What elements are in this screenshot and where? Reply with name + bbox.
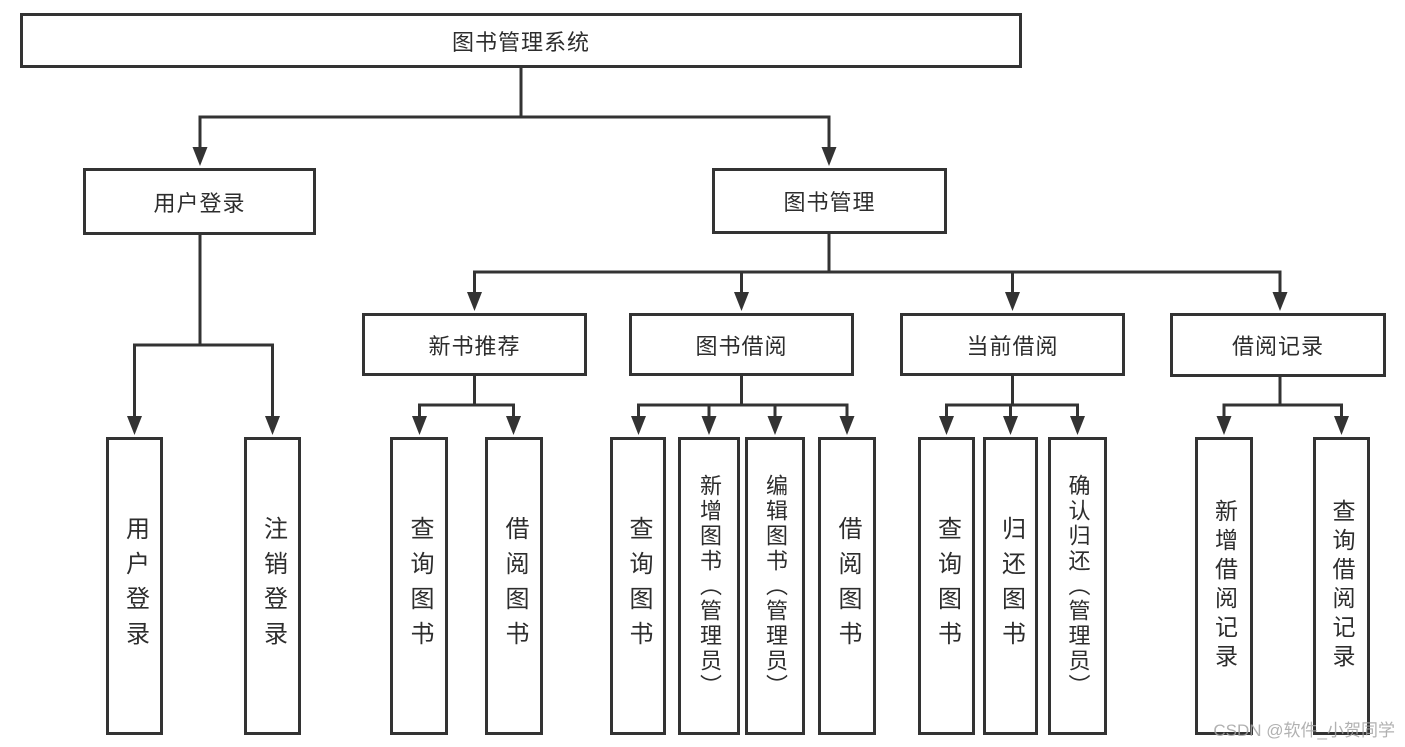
leaf-br-add-record: 新增借阅记录 — [1195, 437, 1253, 735]
leaf-nb-borrow-books-label: 借阅图书 — [501, 516, 528, 656]
node-current-borrowing: 当前借阅 — [900, 313, 1125, 376]
leaf-nb-query-books: 查询图书 — [390, 437, 448, 735]
leaf-user-login: 用户登录 — [106, 437, 163, 735]
node-current-borrowing-label: 当前借阅 — [966, 333, 1059, 359]
node-borrow-records: 借阅记录 — [1170, 313, 1386, 377]
node-root-system: 图书管理系统 — [20, 13, 1022, 68]
leaf-logout-label: 注销登录 — [259, 516, 287, 656]
leaf-br-query-record: 查询借阅记录 — [1313, 437, 1370, 735]
node-borrow-records-label: 借阅记录 — [1231, 334, 1324, 359]
node-new-book-recommend-label: 新书推荐 — [428, 333, 521, 359]
leaf-bb-edit-books-admin-label: 编辑图书（管理员） — [763, 473, 788, 699]
leaf-bb-edit-books-admin: 编辑图书（管理员） — [745, 437, 805, 735]
node-book-management: 图书管理 — [712, 168, 947, 234]
leaf-logout: 注销登录 — [244, 437, 301, 735]
leaf-br-query-record-label: 查询借阅记录 — [1329, 499, 1355, 673]
leaf-cb-confirm-return-admin: 确认归还（管理员） — [1048, 437, 1107, 735]
leaf-cb-return-books-label: 归还图书 — [997, 516, 1025, 656]
node-user-login-label: 用户登录 — [153, 190, 246, 216]
leaf-nb-borrow-books: 借阅图书 — [485, 437, 543, 735]
leaf-cb-confirm-return-admin-label: 确认归还（管理员） — [1065, 473, 1091, 699]
leaf-bb-borrow-books: 借阅图书 — [818, 437, 876, 735]
leaf-cb-return-books: 归还图书 — [983, 437, 1038, 735]
leaf-bb-query-books-label: 查询图书 — [625, 516, 652, 656]
csdn-watermark: CSDN @软件_小贺同学 — [1213, 721, 1395, 740]
leaf-nb-query-books-label: 查询图书 — [406, 516, 433, 656]
leaf-bb-add-books-admin: 新增图书（管理员） — [678, 437, 740, 735]
leaf-user-login-label: 用户登录 — [121, 516, 149, 656]
node-new-book-recommend: 新书推荐 — [362, 313, 587, 376]
leaf-bb-query-books: 查询图书 — [610, 437, 666, 735]
node-user-login: 用户登录 — [83, 168, 316, 235]
leaf-bb-borrow-books-label: 借阅图书 — [834, 516, 861, 656]
leaf-br-add-record-label: 新增借阅记录 — [1211, 499, 1238, 673]
node-book-management-label: 图书管理 — [783, 190, 876, 215]
leaf-cb-query-books: 查询图书 — [918, 437, 975, 735]
node-book-borrowing: 图书借阅 — [629, 313, 854, 376]
node-root-label: 图书管理系统 — [451, 29, 590, 55]
arrowheads — [127, 147, 1349, 435]
node-book-borrowing-label: 图书借阅 — [695, 333, 788, 359]
leaf-bb-add-books-admin-label: 新增图书（管理员） — [697, 473, 722, 699]
leaf-cb-query-books-label: 查询图书 — [933, 516, 961, 656]
